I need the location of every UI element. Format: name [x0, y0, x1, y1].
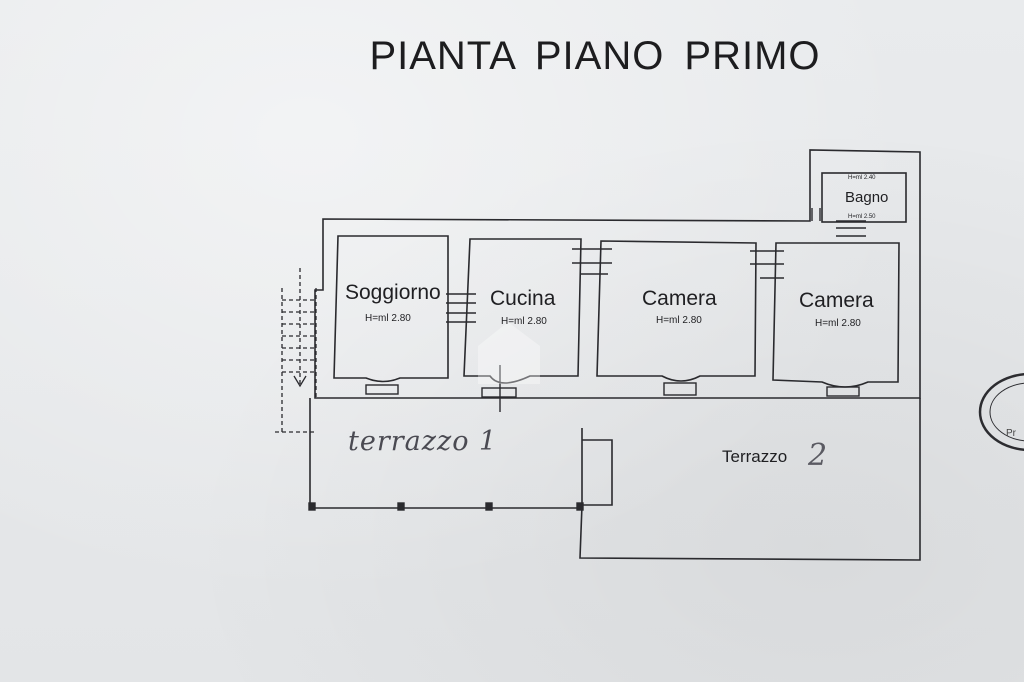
room-height-soggiorno: H=ml 2.80 — [365, 313, 411, 324]
room-height-bagno-bottom: H=ml 2.50 — [848, 214, 876, 220]
plan-title: PIANTA PIANO PRIMO — [369, 34, 821, 78]
stamp-text: Pr — [1006, 428, 1016, 439]
stair-dashed — [275, 268, 317, 433]
room-height-camera-1: H=ml 2.80 — [656, 315, 702, 326]
room-label-soggiorno: Soggiorno — [345, 281, 441, 304]
door-cucina-camera — [572, 248, 612, 275]
stair-arrow — [293, 375, 307, 388]
terrazzo-1-label: terrazzo 1 — [348, 426, 498, 457]
room-label-camera-2: Camera — [799, 289, 874, 312]
bagno-room — [821, 172, 907, 223]
door-bagno — [836, 220, 866, 237]
room-height-camera-2: H=ml 2.80 — [815, 318, 861, 329]
window-cucina — [481, 387, 517, 398]
room-cucina — [463, 238, 582, 384]
room-label-bagno: Bagno — [845, 189, 889, 206]
terrazzo-2-label: Terrazzo — [722, 447, 788, 466]
room-camera-2 — [772, 242, 900, 388]
terrazzo-2-outline — [579, 398, 921, 561]
window-camera-2 — [826, 386, 860, 397]
terrazzo-1-outline — [309, 398, 583, 509]
room-label-cucina: Cucina — [490, 287, 556, 310]
terrazzo-2-number: 2 — [808, 438, 828, 473]
watermark-logo — [478, 322, 540, 384]
room-label-camera-1: Camera — [642, 287, 717, 310]
window-soggiorno — [365, 384, 399, 395]
room-camera-1 — [596, 240, 757, 382]
door-soggiorno-cucina — [446, 293, 476, 323]
building-outline — [314, 149, 921, 399]
room-height-bagno-top: H=ml 2.40 — [848, 175, 876, 181]
stamp-circle — [978, 373, 1024, 451]
door-camera-camera — [750, 250, 784, 279]
room-soggiorno — [333, 235, 449, 383]
window-camera-1 — [663, 382, 697, 396]
room-height-cucina: H=ml 2.80 — [501, 316, 547, 327]
